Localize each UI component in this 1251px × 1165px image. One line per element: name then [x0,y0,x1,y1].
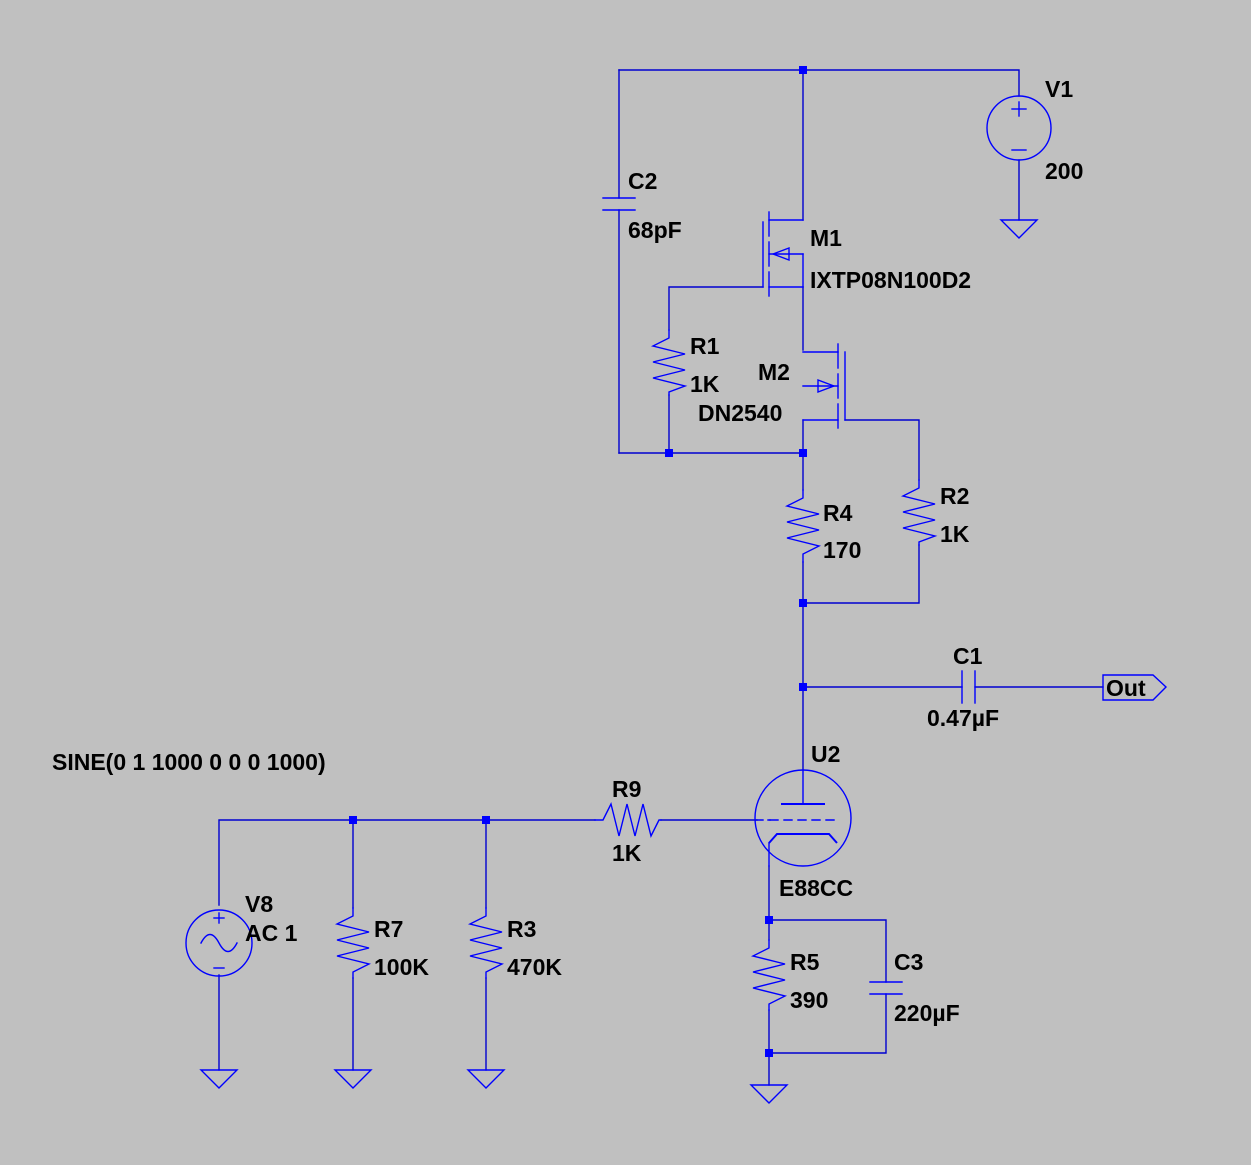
capacitor-c2[interactable]: C2 68pF [602,168,682,243]
c2-name: C2 [628,168,657,194]
capacitor-c3[interactable]: C3 220µF [869,949,960,1026]
junction-dot [665,449,673,457]
v8-name: V8 [245,891,273,917]
u2-value: E88CC [779,875,853,901]
junction-dot [799,449,807,457]
r9-value: 1K [612,840,642,866]
r5-value: 390 [790,987,828,1013]
u2-name: U2 [811,741,840,767]
m2-name: M2 [758,359,790,385]
v8-value: AC 1 [245,920,298,946]
junction-dot [799,683,807,691]
resistor-r5[interactable]: R5 390 [750,939,828,1013]
m2-value: DN2540 [698,400,782,426]
junction-dot [799,66,807,74]
r2-name: R2 [940,483,969,509]
voltage-source-v1[interactable]: V1 200 [986,76,1083,184]
sine-directive[interactable]: SINE(0 1 1000 0 0 0 1000) [52,749,326,775]
resistor-r7[interactable]: R7 100K [334,907,429,980]
r3-name: R3 [507,916,536,942]
resistor-r9[interactable]: R9 1K [594,776,662,866]
ground-icon [333,1069,373,1089]
m1-value: IXTP08N100D2 [810,267,971,293]
net-label-out[interactable]: Out [1102,674,1168,701]
r7-value: 100K [374,954,429,980]
mosfet-m1[interactable]: M1 IXTP08N100D2 [762,211,971,297]
r3-value: 470K [507,954,562,980]
resistor-r2[interactable]: R2 1K [900,479,970,547]
resistor-r1[interactable]: R1 1K [650,329,720,397]
junction-dot [765,1049,773,1057]
mosfet-m2[interactable]: M2 DN2540 [698,343,846,429]
r9-name: R9 [612,776,641,802]
c3-value: 220µF [894,1000,960,1026]
capacitor-c1[interactable]: C1 0.47µF [927,643,999,731]
ground-icon [749,1084,789,1104]
resistor-r4[interactable]: R4 170 [784,489,861,563]
r4-value: 170 [823,537,861,563]
v1-name: V1 [1045,76,1073,102]
r2-value: 1K [940,521,970,547]
r1-name: R1 [690,333,720,359]
c2-value: 68pF [628,217,682,243]
junctions [349,66,807,1057]
junction-dot [765,916,773,924]
triode-u2[interactable]: U2 E88CC [754,741,853,901]
resistor-r3[interactable]: R3 470K [467,907,562,980]
m1-name: M1 [810,225,842,251]
junction-dot [349,816,357,824]
ground-icon [199,1069,239,1089]
c1-value: 0.47µF [927,705,999,731]
c3-name: C3 [894,949,923,975]
v1-value: 200 [1045,158,1083,184]
r7-name: R7 [374,916,403,942]
voltage-source-v8[interactable]: V8 AC 1 [185,891,298,977]
junction-dot [482,816,490,824]
r4-name: R4 [823,500,853,526]
ground-icon [466,1069,506,1089]
wires [218,69,1104,1086]
r5-name: R5 [790,949,820,975]
junction-dot [799,599,807,607]
ground-icon [999,219,1039,239]
r1-value: 1K [690,371,720,397]
c1-name: C1 [953,643,983,669]
out-label: Out [1106,675,1146,701]
ground-symbols [199,219,1039,1104]
